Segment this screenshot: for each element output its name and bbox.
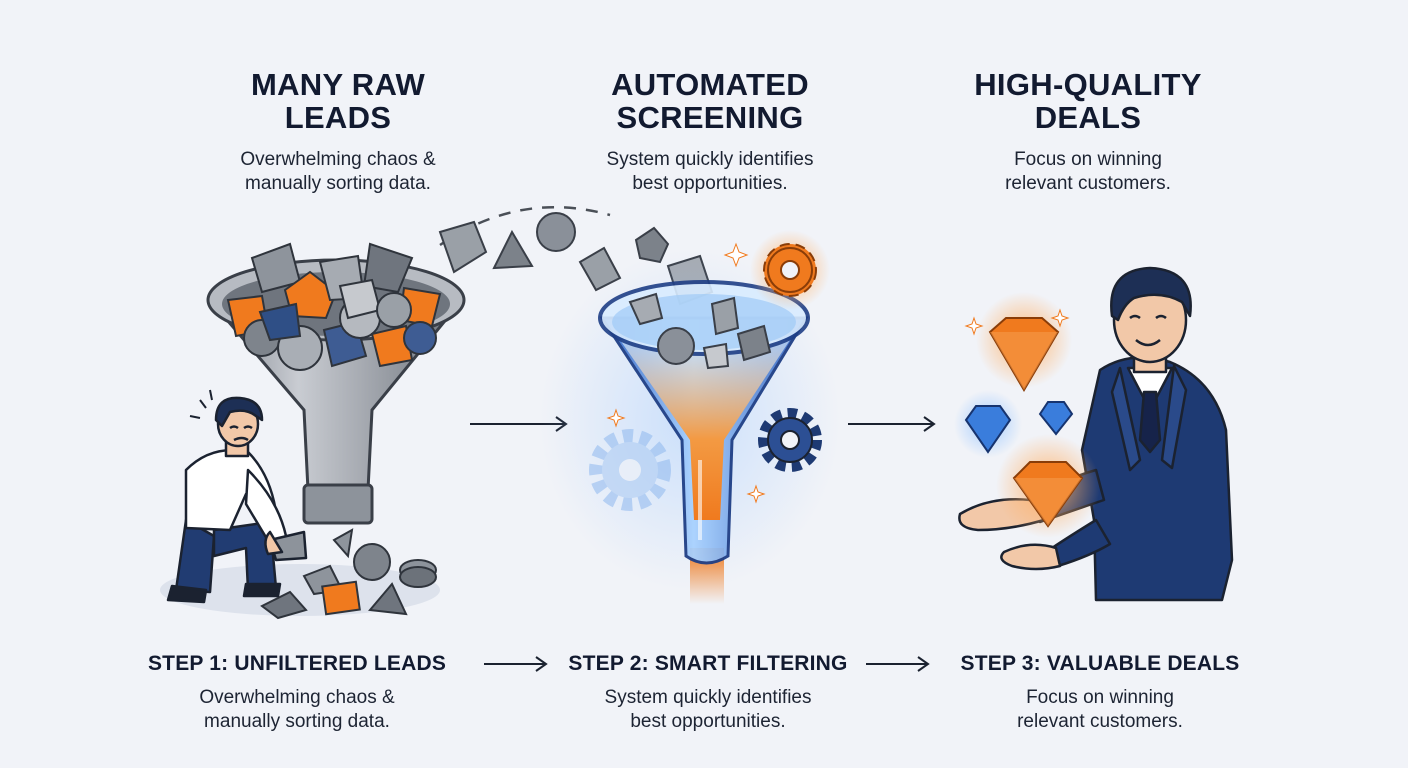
screened-pieces xyxy=(628,292,772,370)
step-description: Focus on winning relevant customers. xyxy=(1017,687,1183,732)
arrow-right-icon xyxy=(484,656,548,672)
scattered-pieces xyxy=(260,528,437,620)
stage-description: Overwhelming chaos & manually sorting da… xyxy=(240,149,436,194)
sparkle-icon xyxy=(964,308,1070,336)
step-title: STEP 1: UNFILTERED LEADS xyxy=(147,652,447,675)
arrow-right-icon xyxy=(848,416,936,432)
step-title: STEP 3: VALUABLE DEALS xyxy=(960,652,1240,675)
sparkle-icon xyxy=(606,242,766,504)
step-title: STEP 2: SMART FILTERING xyxy=(568,652,848,675)
diamond-icon xyxy=(1038,401,1074,436)
diamond-icon xyxy=(976,292,1072,392)
diamond-icon xyxy=(996,434,1100,538)
arrow-right-icon xyxy=(866,656,930,672)
gear-icon xyxy=(758,408,822,472)
stage-title: MANY RAW LEADS xyxy=(250,67,426,135)
stage-title: AUTOMATED SCREENING xyxy=(611,67,809,135)
stage-description: Focus on winning relevant customers. xyxy=(1005,149,1171,194)
raw-leads-pile xyxy=(226,242,442,371)
stage-title: HIGH-QUALITY DEALS xyxy=(974,67,1202,135)
stage-description: System quickly identifies best opportuni… xyxy=(606,149,814,194)
step-description: System quickly identifies best opportuni… xyxy=(604,687,812,732)
step-description: Overwhelming chaos & manually sorting da… xyxy=(199,687,395,732)
gear-icon xyxy=(589,429,671,511)
gear-icon xyxy=(750,230,830,310)
person-stressed-icon xyxy=(166,389,308,604)
diamond-icon xyxy=(954,390,1022,458)
